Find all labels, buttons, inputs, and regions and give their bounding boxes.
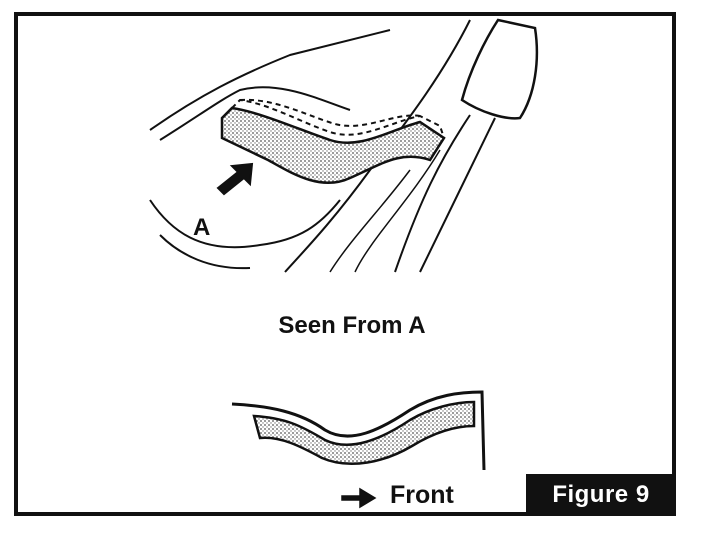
figure-number-badge: Figure 9: [526, 474, 676, 516]
figure-frame: [14, 12, 676, 516]
body-outline-inner: [159, 86, 351, 141]
pillar-right: [419, 117, 496, 273]
body-outline-top: [149, 29, 391, 131]
figure-caption: Seen From A: [278, 312, 426, 339]
section-stipple: [252, 400, 476, 465]
arrow-right-icon: [341, 487, 377, 509]
pillar-inner: [329, 169, 411, 273]
front-label: Front: [390, 481, 454, 509]
section-top-line: [231, 390, 486, 471]
pillar-cap: [460, 18, 539, 120]
pad-dashed-top: [239, 98, 421, 127]
body-outline-lower: [149, 199, 341, 249]
pillar-far: [354, 149, 441, 273]
body-outline-bottom: [159, 234, 251, 270]
label-a: A: [193, 214, 211, 241]
pillar-mid: [394, 114, 471, 273]
arrow-pointing-up-right-icon: [216, 162, 254, 196]
